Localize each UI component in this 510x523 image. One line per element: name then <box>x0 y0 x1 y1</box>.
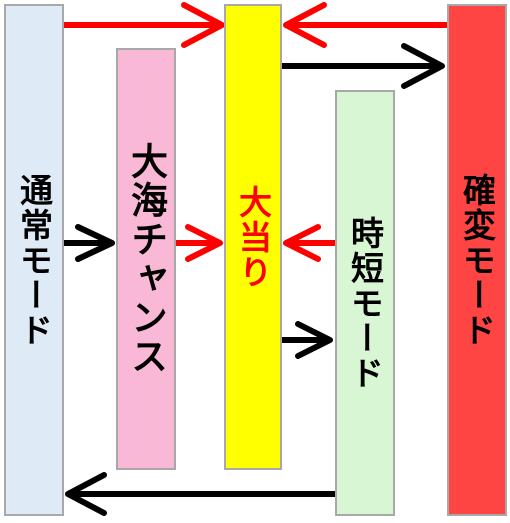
ocean-chance-box: 大海チャンス <box>116 48 176 470</box>
time-short-mode-label: 時短モード <box>345 215 385 391</box>
arrow-hit-to-jitan <box>282 321 333 359</box>
arrow-normal-to-chance <box>64 224 115 262</box>
ocean-chance-label: 大海チャンス <box>124 142 168 376</box>
arrow-normal-to-hit <box>64 2 225 48</box>
time-short-mode-box: 時短モード <box>335 90 395 516</box>
jackpot-box: 大当り <box>224 4 282 470</box>
probability-change-mode-box: 確変モード <box>447 4 507 516</box>
arrow-jitan-to-normal <box>65 472 335 516</box>
probability-change-mode-label: 確変モード <box>457 172 497 348</box>
normal-mode-label: 通常モード <box>14 172 54 348</box>
jackpot-label: 大当り <box>233 184 273 290</box>
arrow-chance-to-hit <box>176 224 223 262</box>
arrow-kakuhen-to-hit <box>283 2 447 48</box>
arrow-jitan-to-hit <box>283 224 335 262</box>
normal-mode-box: 通常モード <box>4 4 64 516</box>
arrow-hit-to-kakuhen <box>282 43 445 89</box>
